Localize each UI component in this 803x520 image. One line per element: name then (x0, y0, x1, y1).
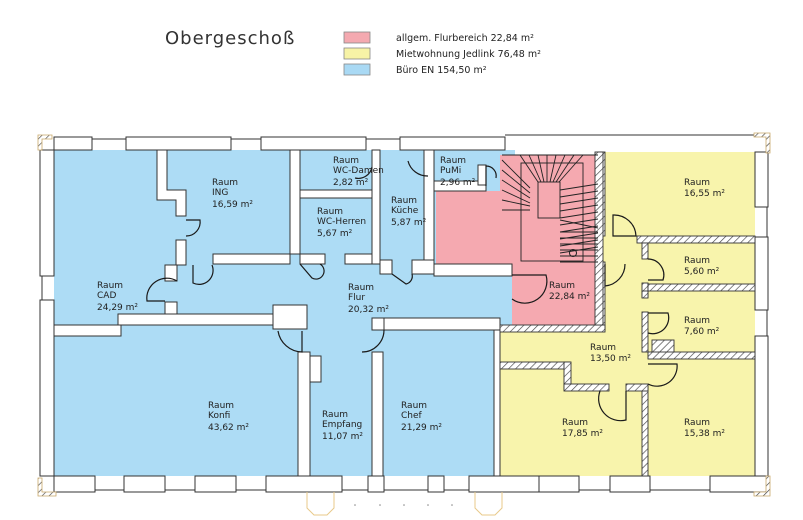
stair-step (519, 154, 539, 183)
door-pumi-left (407, 160, 429, 177)
door-pumi (485, 165, 497, 186)
legend-label-buero: Büro EN 154,50 m² (396, 65, 487, 76)
interior-walls-buero (53, 149, 513, 477)
stair-step (559, 197, 599, 205)
legend-label-flurbereich: allgem. Flurbereich 22,84 m² (396, 33, 534, 44)
legend-swatch-flurbereich (343, 31, 371, 44)
door-chef (361, 329, 385, 353)
stair-step (549, 154, 557, 183)
door-wc-herren (299, 263, 325, 280)
stair (501, 151, 604, 326)
door-stiege (511, 274, 548, 304)
stair-step (559, 204, 599, 212)
stair-step (528, 154, 542, 183)
door-konfi (277, 330, 303, 353)
stair-step (501, 189, 531, 204)
stair-step (555, 154, 575, 183)
stair-step (559, 183, 599, 191)
stair-step (501, 199, 531, 207)
door-wc-damen (354, 166, 373, 179)
legend-label-mietwohnung: Mietwohnung Jedlink 76,48 m² (396, 49, 541, 60)
legend-swatch-mietwohnung (343, 47, 371, 60)
door-cad (146, 277, 178, 302)
door-kueche (391, 273, 413, 285)
door-ing-flur (192, 264, 214, 285)
stair-step (558, 154, 584, 183)
stair-step (501, 179, 531, 199)
stair-step (501, 169, 531, 194)
stair-step (501, 159, 531, 189)
door-w1 (612, 214, 637, 237)
stair-step (559, 190, 599, 198)
legend-item-mietwohnung: Mietwohnung Jedlink 76,48 m² (343, 47, 541, 60)
door-w2 (647, 258, 665, 281)
door-w5 (598, 390, 627, 422)
exterior-walls (37, 132, 771, 516)
doors (146, 160, 678, 422)
door-w-entry (604, 263, 626, 287)
stair-step (559, 218, 599, 226)
zone-wohnung (500, 152, 755, 476)
legend-swatch-buero (343, 63, 371, 76)
stair-step (559, 239, 599, 247)
stair-step (537, 154, 545, 183)
legend-item-buero: Büro EN 154,50 m² (343, 63, 487, 76)
legend-item-flurbereich: allgem. Flurbereich 22,84 m² (343, 31, 534, 44)
dimension-dots (354, 504, 453, 506)
stair-step (552, 154, 566, 183)
zone-flurbereich (436, 155, 598, 325)
stair-step (559, 211, 599, 219)
door-w3 (647, 312, 670, 335)
door-w6 (647, 363, 678, 387)
legend: allgem. Flurbereich 22,84 m² Mietwohnung… (343, 31, 541, 76)
door-ing (185, 219, 201, 237)
plan-title: Obergeschoß (165, 28, 295, 49)
